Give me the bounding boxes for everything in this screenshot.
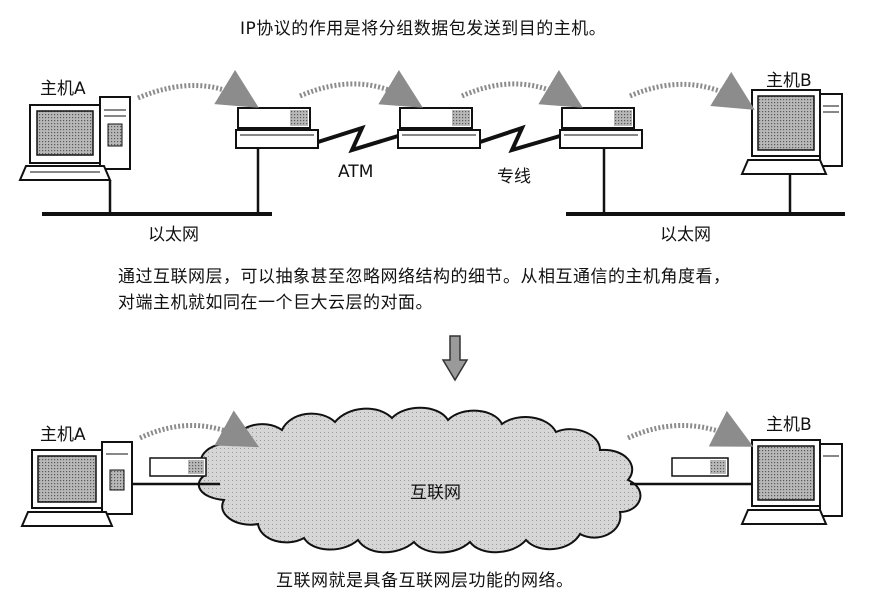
host-b-label: 主机B — [766, 71, 812, 91]
host-a-computer-icon-bottom — [20, 441, 133, 527]
flow-arrow-4 — [629, 71, 755, 110]
host-b-computer-icon-bottom — [740, 439, 843, 525]
internet-cloud — [197, 406, 642, 554]
flow-arrow-1 — [137, 69, 259, 108]
atm-label: ATM — [338, 162, 374, 182]
flow-arrow-3 — [460, 69, 583, 108]
description-line-1: 通过互联网层，可以抽象甚至忽略网络结构的细节。从相互通信的主机角度看， — [118, 267, 731, 287]
host-b-label-bottom: 主机B — [766, 415, 812, 435]
flow-arrow-bottom-left — [138, 410, 260, 448]
host-b-computer-icon — [740, 89, 843, 175]
top-caption: IP协议的作用是将分组数据包发送到目的主机。 — [240, 19, 607, 39]
bottom-caption: 互联网就是具备互联网层功能的网络。 — [276, 571, 574, 591]
packet-left-icon — [149, 457, 207, 477]
flow-arrow-2 — [299, 69, 423, 108]
host-a-label-bottom: 主机A — [40, 425, 86, 445]
ethernet-right-segment — [566, 148, 845, 216]
router-3-icon — [559, 107, 643, 149]
ethernet-right-label: 以太网 — [660, 225, 711, 245]
ethernet-left-label: 以太网 — [148, 225, 199, 245]
cloud-label: 互联网 — [410, 483, 461, 503]
down-arrow-icon — [441, 335, 469, 382]
leased-line-label: 专线 — [497, 167, 531, 187]
router-1-icon — [235, 107, 319, 149]
atm-link — [317, 124, 399, 154]
ethernet-left-segment — [42, 148, 272, 216]
router-2-icon — [397, 107, 481, 149]
packet-right-icon — [671, 457, 729, 477]
flow-arrow-bottom-right — [626, 410, 754, 447]
host-a-computer-icon — [18, 96, 131, 181]
host-a-label: 主机A — [40, 79, 86, 99]
description-line-2: 对端主机就如同在一个巨大云层的对面。 — [118, 293, 433, 313]
leased-line-link — [479, 124, 561, 154]
